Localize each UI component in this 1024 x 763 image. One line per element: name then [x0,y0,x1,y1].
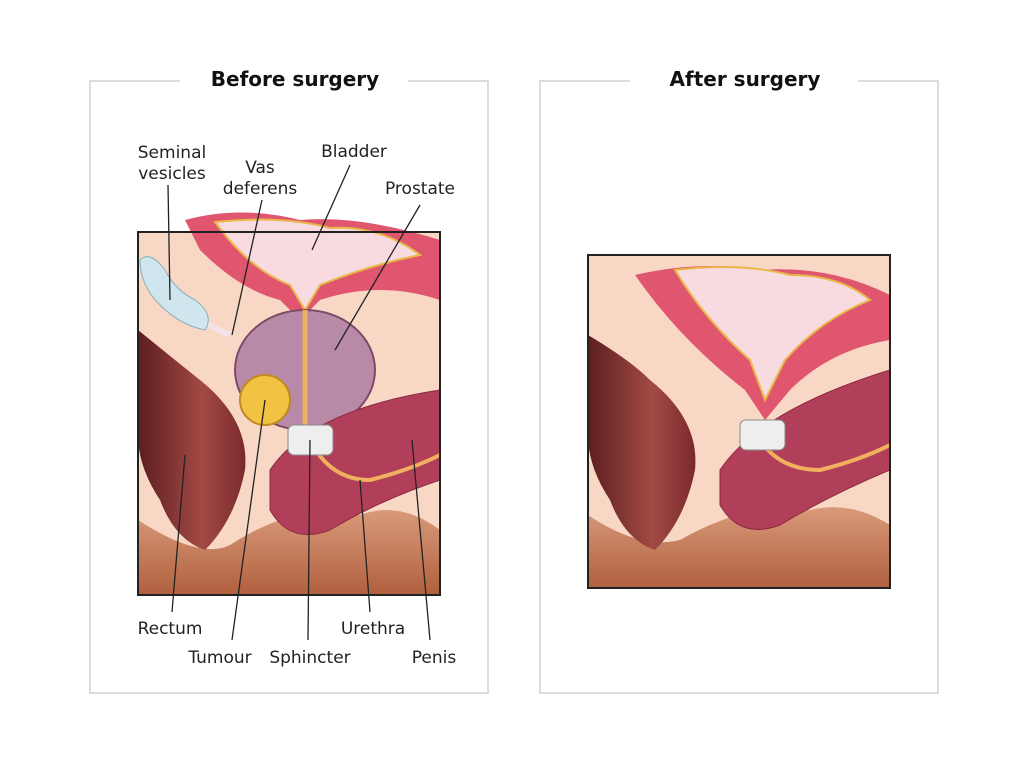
after-panel: After surgery [539,67,939,694]
label-rectum: Rectum [138,619,203,639]
bladder [213,218,423,312]
before-panel: Before surgery [89,67,489,694]
label-sphincter: Sphincter [269,648,350,668]
label-tumour: Tumour [187,648,251,668]
bladder [673,265,872,403]
urethra [308,439,441,483]
seminal-vesicles [139,256,209,331]
label-vas-deferens-2: deferens [223,179,298,199]
sphincter [739,419,786,451]
anatomy-before [137,212,441,596]
panel-title: After surgery [670,67,821,91]
rectum [138,330,246,550]
panel-frame [89,80,489,694]
urethra [758,438,891,473]
label-prostate: Prostate [385,179,455,199]
label-penis: Penis [412,648,457,668]
label-urethra: Urethra [341,619,405,639]
panel-title: Before surgery [211,67,379,91]
label-seminal-vesicles: Seminal [138,143,206,163]
rectum [588,335,696,550]
label-bladder: Bladder [321,142,387,162]
leader-lines [167,164,431,641]
anatomy-after [587,254,891,589]
label-seminal-vesicles-2: vesicles [138,164,206,184]
panel-frame [539,80,939,694]
label-vas-deferens: Vas [245,158,275,178]
